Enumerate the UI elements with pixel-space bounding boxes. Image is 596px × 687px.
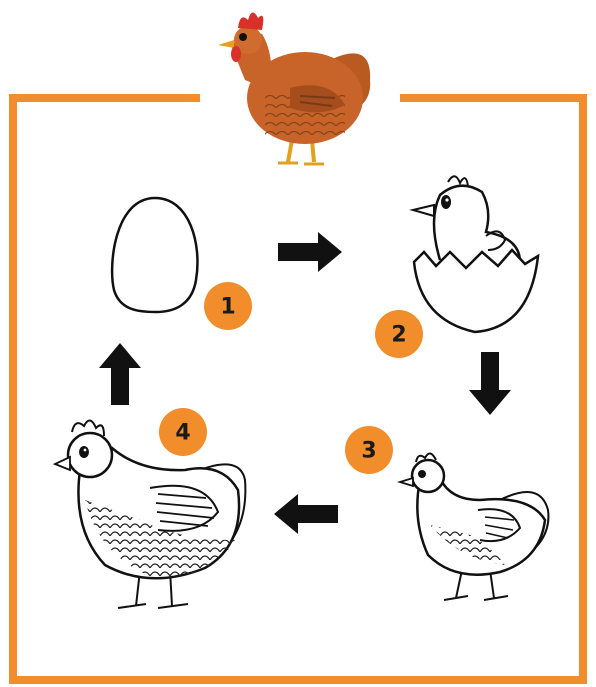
stage-2-number: 2 — [391, 323, 406, 348]
top-hen-icon — [200, 12, 400, 165]
egg-icon — [112, 198, 197, 312]
hatching-chick-icon — [413, 176, 538, 332]
stage-4-number: 4 — [175, 421, 190, 446]
arrow-right-icon — [278, 232, 342, 272]
stage-4-badge: 4 — [159, 408, 207, 456]
arrow-left-icon — [274, 494, 338, 534]
adult-hen-icon — [55, 420, 245, 608]
stage-1-number: 1 — [220, 295, 235, 320]
stage-3-badge: 3 — [345, 426, 393, 474]
arrow-up-icon — [99, 343, 141, 405]
stage-1-badge: 1 — [204, 282, 252, 330]
arrow-down-icon — [469, 352, 511, 415]
stage-3-number: 3 — [361, 439, 376, 464]
young-chicken-icon — [400, 453, 548, 600]
stage-2-badge: 2 — [375, 310, 423, 358]
